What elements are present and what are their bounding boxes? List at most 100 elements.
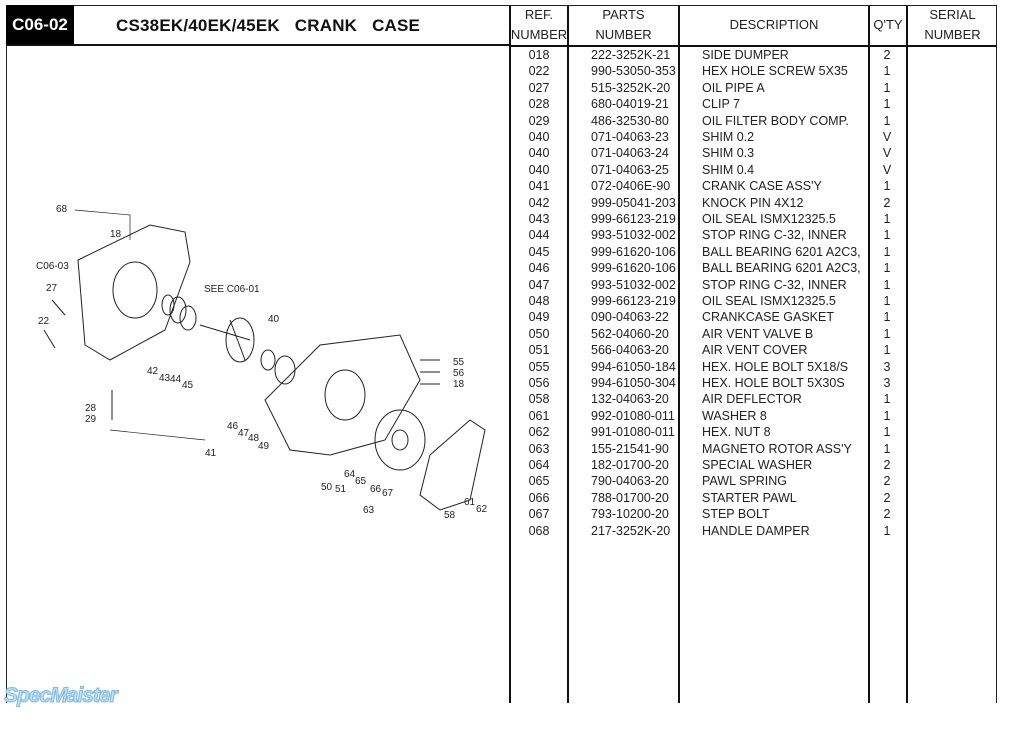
table-row: 064 182-01700-20 SPECIAL WASHER 2 [510, 457, 910, 473]
description: AIR VENT COVER [702, 343, 808, 358]
ref-number: 064 [528, 458, 550, 472]
part-number: 562-04060-20 [591, 326, 669, 341]
part-number: 132-04063-20 [591, 392, 669, 407]
ref-number: 029 [528, 113, 550, 128]
description: KNOCK PIN 4X12 [702, 195, 804, 210]
ref-number: 022 [528, 64, 550, 79]
quantity: 1 [883, 441, 891, 456]
col-header-description: DESCRIPTION [729, 17, 819, 32]
part-number: 992-01080-011 [591, 408, 675, 423]
crankcase-half-left [77, 224, 191, 361]
page-title: CS38EK/40EK/45EK CRANK CASE [116, 16, 421, 35]
quantity: 1 [883, 80, 891, 95]
quantity: 1 [883, 261, 891, 276]
callout-label: 45 [182, 380, 194, 391]
ref-number: 043 [528, 212, 550, 226]
quantity: 1 [883, 523, 891, 538]
ref-number: 065 [528, 474, 550, 489]
quantity: 1 [883, 425, 891, 440]
description: HANDLE DAMPER [702, 523, 810, 538]
quantity: 1 [883, 310, 891, 325]
callout-label: SEE C06-01 [204, 284, 260, 295]
magneto-rotor [374, 409, 426, 471]
description: HEX. HOLE BOLT 5X30S [702, 376, 845, 390]
description: AIR VENT VALVE B [702, 326, 814, 341]
description: OIL SEAL ISMX12325.5 [702, 294, 836, 308]
description: STEP BOLT [702, 507, 770, 522]
ref-number: 063 [528, 441, 550, 456]
callout-label: 50 [321, 482, 333, 493]
quantity: 2 [883, 458, 891, 472]
description: SHIM 0.4 [702, 162, 755, 177]
ref-number: 056 [528, 376, 550, 390]
ref-number: 062 [528, 425, 550, 440]
description: MAGNETO ROTOR ASS'Y [702, 441, 852, 456]
page-header: C06-02 CS38EK/40EK/45EK CRANK CASE [6, 5, 510, 46]
callout-label: 63 [363, 505, 375, 516]
quantity: 1 [883, 294, 891, 308]
quantity: 1 [883, 228, 891, 243]
quantity: 1 [883, 343, 891, 358]
part-number: 793-10200-20 [591, 507, 669, 522]
callout-label: 46 [227, 421, 239, 432]
part-number: 182-01700-20 [591, 458, 669, 472]
callout-label: 51 [335, 484, 347, 495]
ref-number: 051 [528, 343, 550, 358]
description: OIL FILTER BODY COMP. [702, 113, 849, 128]
part-number: 090-04063-22 [591, 310, 669, 325]
callout-label: 27 [46, 283, 58, 294]
watermark-logo: SpecMaister [4, 684, 119, 708]
description: OIL PIPE A [702, 80, 765, 95]
description: CLIP 7 [702, 97, 740, 112]
part-number: 999-61620-106 [591, 261, 676, 276]
ref-number: 058 [528, 392, 550, 407]
ref-number: 061 [528, 408, 550, 423]
callout-label: C06-03 [36, 261, 69, 272]
callout-label: 41 [205, 448, 217, 459]
ref-number: 044 [528, 228, 550, 243]
divider [868, 5, 870, 703]
ref-number: 018 [528, 48, 550, 62]
description: SIDE DUMPER [702, 48, 789, 62]
ref-number: 049 [528, 310, 550, 325]
quantity: 2 [883, 474, 891, 489]
part-number: 071-04063-23 [591, 130, 669, 144]
quantity: 1 [883, 64, 891, 79]
part-number: 217-3252K-20 [591, 523, 671, 538]
divider [509, 5, 511, 703]
callout-label: 66 [370, 484, 382, 495]
ref-number: 042 [528, 195, 550, 210]
part-number: 999-66123-219 [591, 294, 676, 308]
callout-label: 22 [38, 316, 50, 327]
callout-label: 61 [464, 497, 476, 508]
description: SPECIAL WASHER [702, 458, 813, 472]
page-frame [6, 5, 997, 703]
ref-number: 046 [528, 261, 550, 276]
callout-label: 29 [85, 414, 97, 425]
description: HEX HOLE SCREW 5X35 [702, 64, 848, 79]
quantity: 2 [883, 48, 891, 62]
ref-number: 027 [528, 80, 550, 95]
header-divider [510, 45, 997, 47]
part-number: 999-66123-219 [591, 212, 676, 226]
col-header-qty: Q'TY [873, 17, 903, 32]
callout-label: 44 [170, 374, 182, 385]
